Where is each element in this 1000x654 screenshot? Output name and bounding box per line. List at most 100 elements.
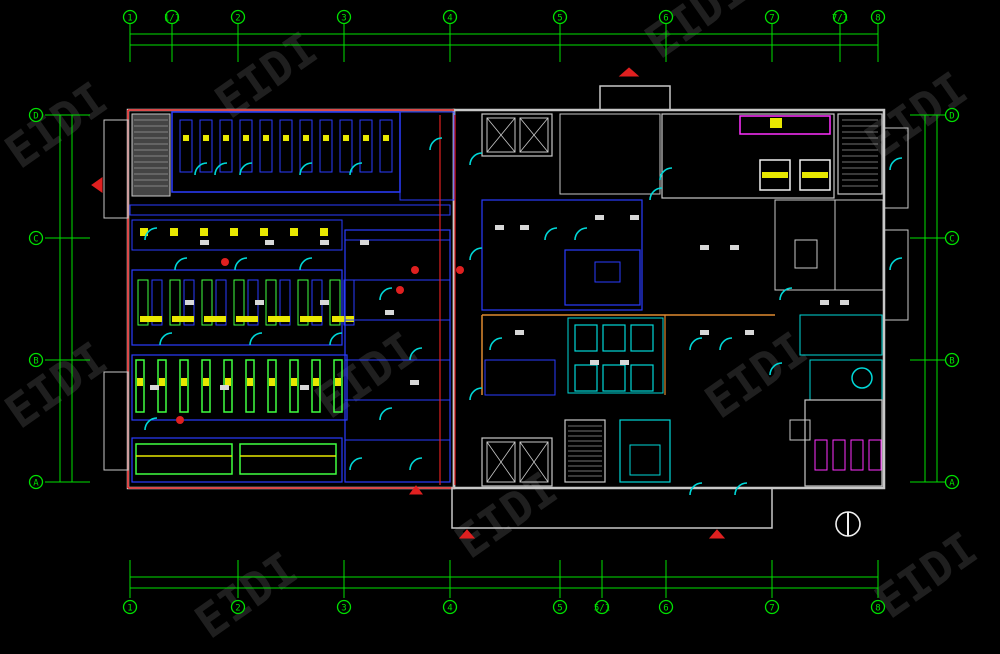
meeting-table: [594, 261, 621, 283]
right-axis-bubble-label: A: [949, 479, 955, 489]
bottom-axis-bubble-label: 2: [235, 604, 240, 614]
elevator-car-b: [519, 117, 549, 153]
cabinet-fixture: [323, 135, 329, 141]
room-tag: [360, 240, 369, 245]
workstation-desk: [630, 324, 654, 352]
cabinet-fixture: [203, 135, 209, 141]
machine-unit-2-band: [802, 172, 828, 178]
room-tag: [200, 240, 209, 245]
room-tag: [520, 225, 529, 230]
door-swing: [469, 247, 483, 261]
lab-cabinet: [359, 119, 373, 173]
lower-bench-green: [135, 359, 145, 413]
door-swing: [689, 337, 703, 351]
cabinet-fixture: [183, 135, 189, 141]
office-fixture: [290, 228, 298, 236]
door-swing: [779, 287, 793, 301]
top-axis-bubble: [164, 9, 180, 25]
door-swing: [249, 332, 263, 346]
top-lab-zone: [171, 111, 401, 193]
watermark-text: EIDI: [695, 321, 817, 429]
lower-bench-green: [333, 359, 343, 413]
lower-bench-fixture: [137, 378, 143, 386]
door-swing: [144, 227, 158, 241]
room-tag: [730, 245, 739, 250]
lab-cabinet: [199, 119, 213, 173]
meeting-room: [564, 249, 641, 306]
core-stair: [564, 419, 606, 483]
lab-bench-blue: [215, 279, 227, 326]
door-swing: [214, 162, 228, 176]
watermark-text: EIDI: [865, 521, 987, 629]
middle-office-row: [131, 219, 343, 251]
lower-bench-green: [245, 359, 255, 413]
red-marker: [411, 266, 419, 274]
bench-label-bar: [204, 316, 226, 322]
watermark-text: EIDI: [0, 331, 117, 439]
west-block-outer-wall: [126, 108, 456, 490]
lower-bench-green: [267, 359, 277, 413]
door-swing: [174, 257, 188, 271]
right-axis-bubble: [944, 230, 960, 246]
left-axis-bubble-label: A: [33, 479, 39, 489]
bench-label-bar: [236, 316, 258, 322]
elevator-shaft-top: [481, 113, 553, 157]
door-swing: [239, 162, 253, 176]
door-swing: [234, 257, 248, 271]
top-axis-bubble-label: 7/1: [832, 14, 848, 24]
top-right-room: [399, 111, 455, 201]
door-swing: [659, 167, 673, 181]
lab-bench-green: [201, 279, 213, 326]
room-tag: [595, 215, 604, 220]
right-axis-bubble-label: D: [949, 112, 954, 122]
south-entrance-marker: [409, 485, 423, 495]
room-tag: [300, 385, 309, 390]
door-swing: [429, 137, 443, 151]
lab-bench-green: [329, 279, 341, 326]
machine-unit-2: [799, 159, 831, 191]
lab-cabinet: [179, 119, 193, 173]
top-axis-bubble: [764, 9, 780, 25]
workstation-desk: [602, 364, 626, 392]
bottom-axis-bubble-label: 4: [447, 604, 452, 614]
corridor-upper: [129, 204, 451, 216]
lab-cabinet: [219, 119, 233, 173]
left-axis-bubble-label: B: [33, 357, 38, 367]
bottom-axis-bubble: [336, 599, 352, 615]
east-balcony-upper: [883, 127, 909, 209]
door-swing: [689, 482, 703, 496]
room-tag: [620, 360, 629, 365]
right-axis-bubble: [944, 352, 960, 368]
east-office-desks: [799, 314, 883, 356]
east-block-outer-wall: [452, 108, 886, 490]
lab-cabinet: [339, 119, 353, 173]
equipment-room: [661, 113, 835, 199]
door-swing: [574, 227, 588, 241]
top-axis-bubble-label: 5: [557, 14, 562, 24]
lower-bench-green: [289, 359, 299, 413]
left-axis-bubble: [28, 107, 44, 123]
top-axis-bubble: [552, 9, 568, 25]
door-swing: [349, 162, 363, 176]
door-swing: [734, 482, 748, 496]
elevator-car-c: [486, 441, 516, 483]
door-swing: [379, 287, 393, 301]
red-marker: [396, 286, 404, 294]
bottom-axis-bubble: [764, 599, 780, 615]
lab-bench-green: [137, 279, 149, 326]
lower-bench-fixture: [247, 378, 253, 386]
lower-bench-fixture: [159, 378, 165, 386]
west-balcony-upper: [103, 119, 129, 219]
room-tag: [320, 240, 329, 245]
lower-bench-fixture: [335, 378, 341, 386]
lab-cabinet: [239, 119, 253, 173]
cabinet-fixture: [303, 135, 309, 141]
office-fixture: [140, 228, 148, 236]
door-swing: [379, 407, 393, 421]
lab-cabinet: [279, 119, 293, 173]
cabinet-fixture: [383, 135, 389, 141]
office-fixture: [170, 228, 178, 236]
lower-bench-green: [179, 359, 189, 413]
top-axis-bubble-label: 1/1: [164, 14, 180, 24]
